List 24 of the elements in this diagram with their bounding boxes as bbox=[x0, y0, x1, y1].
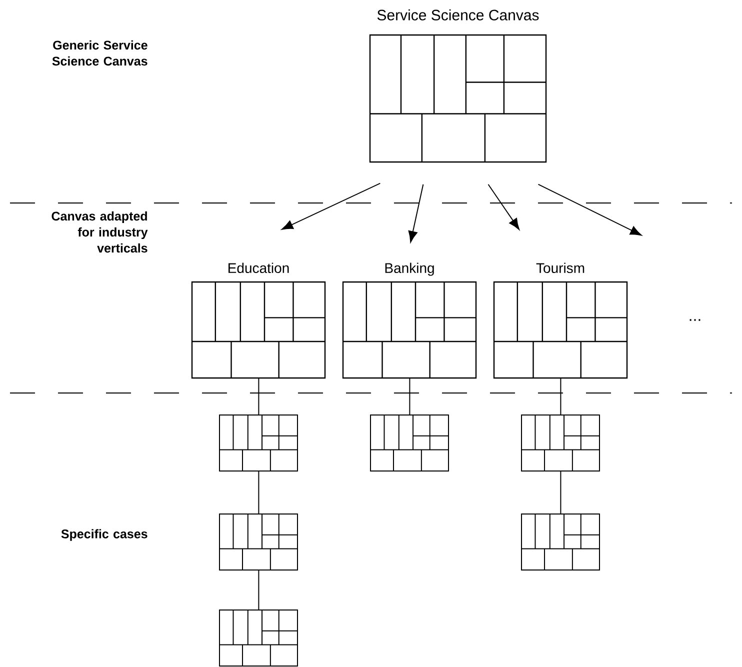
row-label: Canvas adapted for industry verticals bbox=[52, 211, 148, 253]
canvas-grid-drawing bbox=[521, 414, 600, 472]
arrow bbox=[538, 184, 642, 236]
canvas-grid-drawing bbox=[370, 414, 449, 472]
connector-line bbox=[258, 570, 260, 610]
connector-line bbox=[560, 470, 562, 514]
canvas-title: Tourism bbox=[536, 262, 584, 274]
connector-line bbox=[409, 378, 410, 416]
arrow bbox=[488, 184, 520, 230]
connector-line bbox=[560, 378, 562, 416]
row-label: Generic Service Science Canvas bbox=[52, 40, 148, 66]
ellipsis-text: ... bbox=[690, 319, 700, 321]
connector-line bbox=[258, 470, 260, 514]
arrow bbox=[408, 184, 424, 243]
canvas-grid-drawing bbox=[219, 514, 298, 570]
canvas-grid-drawing bbox=[219, 414, 298, 472]
canvas-grid-drawing bbox=[219, 610, 298, 666]
arrow bbox=[282, 182, 381, 230]
canvas-grid-drawing bbox=[521, 514, 600, 570]
row-label: Specific cases bbox=[61, 529, 148, 541]
connector-line bbox=[258, 378, 260, 416]
canvas-title: Service Science Canvas bbox=[377, 9, 539, 20]
canvas-title: Education bbox=[228, 262, 289, 274]
canvas-title: Banking bbox=[385, 262, 434, 276]
